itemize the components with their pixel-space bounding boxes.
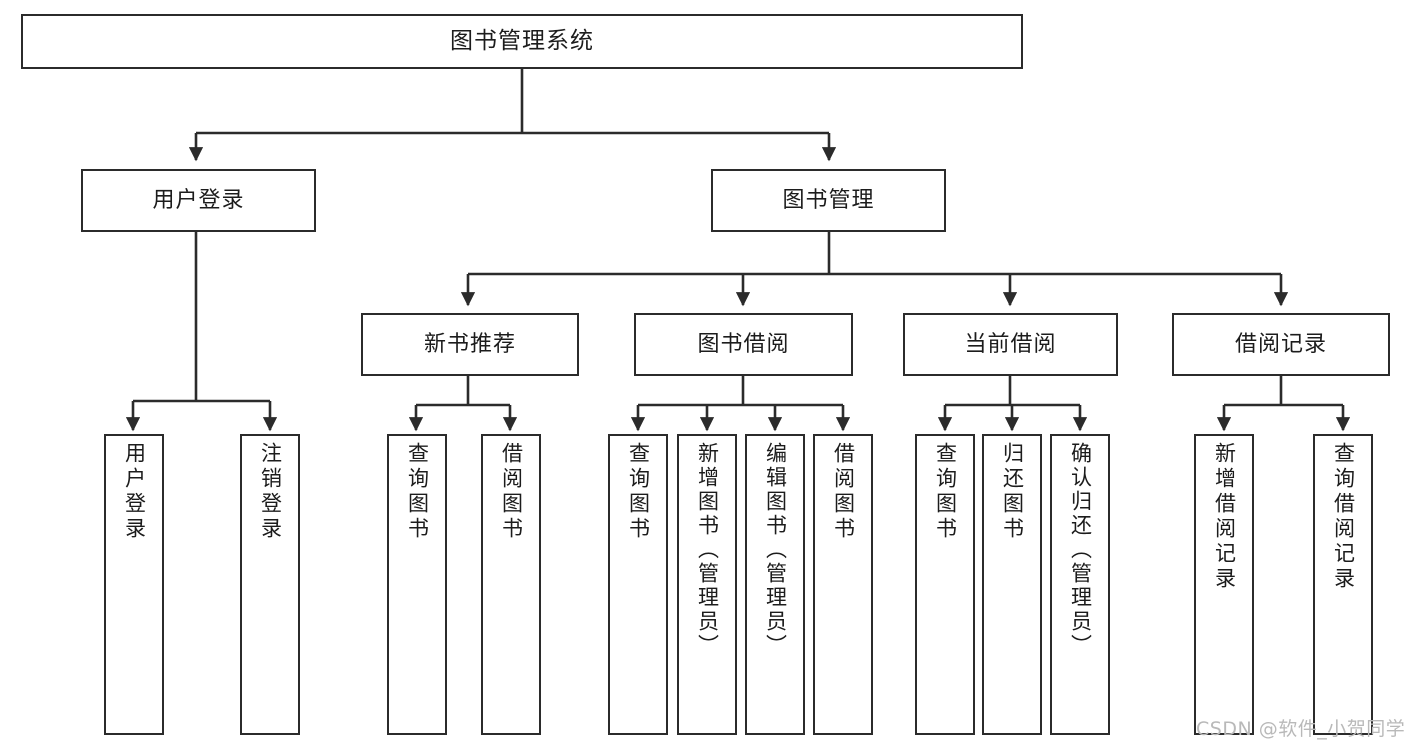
leaf-borrow-query-book[interactable]: 查询图书 — [608, 434, 668, 735]
node-label: 确认归还（管理员） — [1068, 442, 1093, 658]
leaf-current-confirm-return-admin[interactable]: 确认归还（管理员） — [1050, 434, 1110, 735]
leaf-recommend-borrow-book[interactable]: 借阅图书 — [481, 434, 541, 735]
leaf-borrow-edit-book-admin[interactable]: 编辑图书（管理员） — [745, 434, 805, 735]
leaf-borrow-add-book-admin[interactable]: 新增图书（管理员） — [677, 434, 737, 735]
node-root-system[interactable]: 图书管理系统 — [21, 14, 1023, 69]
leaf-current-query-book[interactable]: 查询图书 — [915, 434, 975, 735]
node-label: 新增借阅记录 — [1212, 442, 1237, 592]
node-label: 查询借阅记录 — [1331, 442, 1356, 592]
leaf-recommend-query-book[interactable]: 查询图书 — [387, 434, 447, 735]
leaf-user-login-logout[interactable]: 注销登录 — [240, 434, 300, 735]
node-user-login[interactable]: 用户登录 — [81, 169, 316, 232]
node-label: 归还图书 — [1000, 442, 1025, 542]
node-new-book-recommend[interactable]: 新书推荐 — [361, 313, 579, 376]
node-label: 借阅图书 — [831, 442, 856, 542]
node-label: 新增图书（管理员） — [695, 442, 720, 658]
node-book-borrow[interactable]: 图书借阅 — [634, 313, 853, 376]
node-label: 新书推荐 — [423, 331, 516, 357]
node-label: 图书管理系统 — [450, 28, 594, 55]
node-label: 编辑图书（管理员） — [763, 442, 788, 658]
node-current-borrow[interactable]: 当前借阅 — [903, 313, 1118, 376]
leaf-borrow-borrow-book[interactable]: 借阅图书 — [813, 434, 873, 735]
node-label: 图书管理 — [782, 187, 875, 213]
leaf-current-return-book[interactable]: 归还图书 — [982, 434, 1042, 735]
leaf-user-login-login[interactable]: 用户登录 — [104, 434, 164, 735]
node-label: 注销登录 — [258, 442, 283, 542]
node-label: 借阅记录 — [1234, 331, 1327, 357]
leaf-record-add-record[interactable]: 新增借阅记录 — [1194, 434, 1254, 735]
node-label: 查询图书 — [626, 442, 651, 542]
leaf-record-query-record[interactable]: 查询借阅记录 — [1313, 434, 1373, 735]
node-label: 借阅图书 — [499, 442, 524, 542]
node-book-management[interactable]: 图书管理 — [711, 169, 946, 232]
node-borrow-record[interactable]: 借阅记录 — [1172, 313, 1390, 376]
node-label: 图书借阅 — [697, 331, 790, 357]
node-label: 当前借阅 — [964, 331, 1057, 357]
node-label: 查询图书 — [933, 442, 958, 542]
node-label: 用户登录 — [122, 442, 147, 542]
node-label: 查询图书 — [405, 442, 430, 542]
watermark-text: CSDN @软件_小贺同学 — [1196, 718, 1405, 740]
node-label: 用户登录 — [152, 187, 245, 213]
